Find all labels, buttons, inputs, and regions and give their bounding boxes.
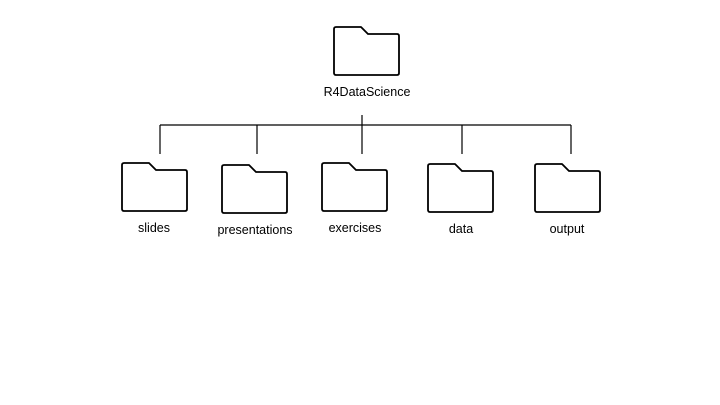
- root-folder-label: R4DataScience: [324, 85, 411, 99]
- folder-label-presentations: presentations: [217, 223, 292, 237]
- folder-icon: [534, 163, 601, 213]
- folder-presentations[interactable]: presentations: [217, 164, 293, 237]
- folder-exercises[interactable]: exercises: [321, 162, 388, 235]
- folder-label-slides: slides: [138, 221, 170, 235]
- folder-label-output: output: [550, 222, 585, 236]
- folder-icon: [333, 26, 400, 76]
- folder-label-data: data: [449, 222, 473, 236]
- folder-icon: [221, 164, 288, 214]
- root-folder[interactable]: R4DataScience: [324, 26, 411, 99]
- folder-icon: [321, 162, 388, 212]
- folder-label-exercises: exercises: [329, 221, 382, 235]
- folder-slides[interactable]: slides: [121, 162, 188, 235]
- folder-icon: [121, 162, 188, 212]
- folder-icon: [427, 163, 494, 213]
- folder-output[interactable]: output: [534, 163, 601, 236]
- folder-data[interactable]: data: [427, 163, 494, 236]
